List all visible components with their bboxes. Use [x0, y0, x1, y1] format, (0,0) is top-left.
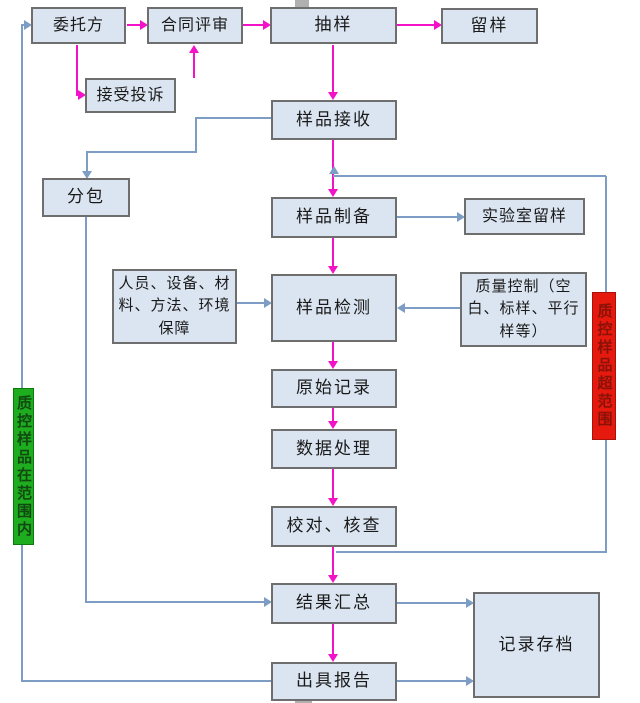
- node-result-summary: 结果汇总: [271, 583, 397, 624]
- node-issue-report: 出具报告: [271, 662, 397, 701]
- node-sample-receive: 样品接收: [271, 100, 397, 140]
- node-accept-complaint: 接受投诉: [85, 78, 176, 113]
- node-retain-sample: 留样: [441, 8, 538, 44]
- node-client: 委托方: [31, 7, 126, 44]
- node-resources: 人员、设备、材料、方法、环境保障: [112, 269, 237, 344]
- node-raw-record: 原始记录: [271, 369, 397, 408]
- node-data-process: 数据处理: [271, 429, 397, 469]
- qc-out-of-range-bar: 质控样品超范围: [592, 292, 616, 440]
- node-sample-test: 样品检测: [271, 274, 397, 342]
- node-sampling: 抽样: [270, 7, 397, 44]
- node-sample-prep: 样品制备: [271, 197, 397, 238]
- node-lab-retain: 实验室留样: [464, 198, 585, 235]
- image-selection-handle-top[interactable]: [295, 0, 309, 9]
- qc-in-range-label: 质控样品在范围内: [15, 394, 31, 539]
- qc-out-of-range-label: 质控样品超范围: [595, 303, 612, 429]
- node-subcontract: 分包: [42, 178, 130, 217]
- node-proofread-check: 校对、核查: [271, 506, 397, 547]
- node-quality-control: 质量控制（空白、标样、平行样等）: [460, 272, 587, 347]
- node-contract-review: 合同评审: [147, 7, 243, 44]
- node-archive: 记录存档: [473, 592, 600, 698]
- qc-in-range-bar: 质控样品在范围内: [13, 388, 34, 545]
